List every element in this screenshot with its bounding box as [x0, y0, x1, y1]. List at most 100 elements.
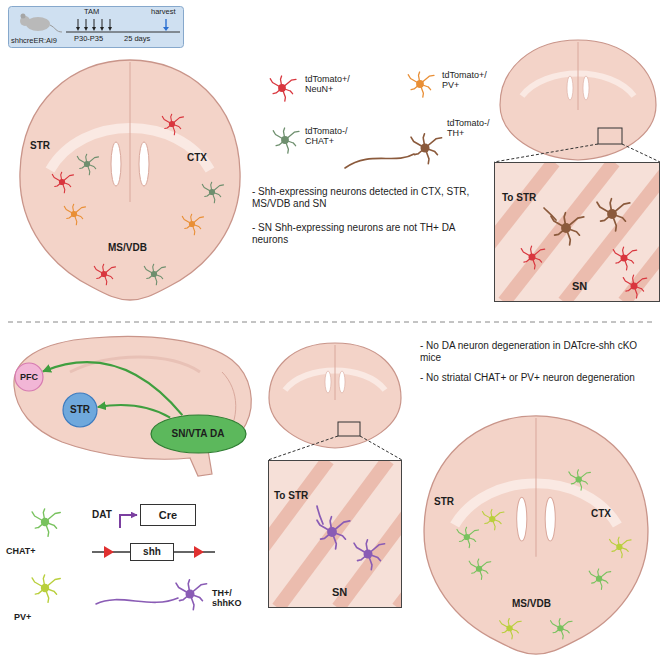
midline [130, 62, 131, 202]
node-text: STR [434, 496, 454, 508]
node-text: MS/VDB [108, 242, 147, 254]
dose-arrow [102, 19, 103, 28]
soma [506, 625, 512, 631]
finding-note: - SN Shh-expressing neurons are not TH+ … [252, 222, 490, 245]
arrow-head [100, 27, 104, 31]
soma [621, 255, 628, 262]
dendrite [202, 182, 223, 203]
coronal-brain: STRCTXMS/VDB [12, 52, 248, 304]
arrow-head [108, 27, 112, 31]
divider [8, 322, 656, 323]
node-text: To STR [502, 192, 536, 204]
loxp-site [104, 546, 114, 558]
sagittal-brain [14, 336, 251, 476]
soma [327, 527, 337, 537]
node-text: CTX [187, 152, 207, 164]
zoom-box: To STRSN [494, 162, 660, 302]
node-text: shhcreER:Ai9 [11, 37, 57, 46]
projection-arrow [98, 405, 170, 418]
mouse-ear [21, 14, 26, 19]
arrow-head [163, 27, 169, 31]
small-brain [269, 343, 401, 448]
soma [576, 476, 582, 482]
zoom-frame [598, 128, 622, 144]
dose-arrow [86, 19, 87, 28]
finding-note: - No DA neuron degeneration in DATcre-sh… [420, 340, 658, 363]
dendrite [162, 114, 183, 135]
cell-label: tdTomato+/ PV+ [442, 70, 500, 91]
finding-note: - Shh-expressing neurons detected in CTX… [252, 186, 490, 209]
dendrite [623, 275, 646, 298]
axon [317, 506, 323, 524]
zoom-box: To STR SN [268, 460, 402, 608]
soma [631, 283, 638, 290]
soma [557, 625, 563, 631]
zoom-line [268, 436, 338, 460]
dendrite [551, 619, 573, 639]
ventricle [583, 76, 589, 100]
soma [278, 84, 286, 92]
midline [535, 418, 536, 557]
soma [364, 550, 373, 559]
arrow-head [76, 27, 80, 31]
region-circle: STR [62, 392, 98, 428]
soma [71, 211, 77, 217]
brain-outline [20, 60, 240, 300]
dendrite [32, 575, 60, 603]
soma [596, 576, 602, 582]
soma [209, 189, 215, 195]
soma [489, 516, 495, 522]
dendrite [52, 172, 73, 193]
axon [96, 598, 178, 604]
zoom-border [495, 163, 660, 302]
soma [84, 161, 90, 167]
promoter-arrow [120, 515, 137, 528]
node-text: STR [70, 404, 90, 416]
small-brain [500, 40, 656, 160]
dendrite [569, 470, 591, 490]
dendrite [144, 264, 165, 285]
soma [101, 271, 107, 277]
brain-outline [424, 416, 648, 654]
cell-label: CHAT+ [6, 546, 36, 556]
ellipse [151, 415, 246, 453]
fiber-band [504, 162, 614, 302]
ellipse [63, 393, 97, 427]
promoter-label: DAT [92, 509, 112, 521]
ellipse [15, 363, 43, 391]
cell-label: tdTomato+/ NeuN+ [305, 74, 367, 95]
zoom-panel [268, 460, 402, 608]
dendrite [32, 509, 60, 537]
node-text: To STR [274, 490, 308, 502]
white-matter [70, 357, 200, 372]
loxp-site [194, 546, 204, 558]
dendrite [613, 247, 636, 270]
dendrite [521, 246, 544, 269]
arrow-head [92, 27, 96, 31]
soma [476, 566, 482, 572]
dendrite [176, 580, 207, 610]
dendrite [597, 199, 630, 231]
dose-arrow [78, 19, 79, 28]
timeline-box: shhcreER:Ai9TAMP30-P3525 daysharvest [8, 6, 184, 48]
node-text: SN [332, 586, 347, 599]
soma [561, 223, 571, 233]
ventricle [567, 76, 573, 100]
dendrite [500, 619, 522, 639]
zoom-border [269, 461, 402, 608]
dendrite [408, 72, 434, 97]
zoom-line [622, 144, 660, 162]
dendrite [77, 154, 98, 175]
dendrite [610, 537, 632, 557]
node-text: P30-P35 [74, 35, 103, 44]
harvest-arrow [165, 19, 166, 28]
region-ellipse: SN/VTA DA [150, 414, 247, 454]
zoom-line [494, 144, 598, 162]
zoom-frame [338, 422, 360, 436]
brain-section [12, 52, 248, 304]
box [9, 7, 184, 48]
dendrite [273, 128, 299, 153]
soma [607, 209, 617, 219]
soma [189, 221, 195, 227]
